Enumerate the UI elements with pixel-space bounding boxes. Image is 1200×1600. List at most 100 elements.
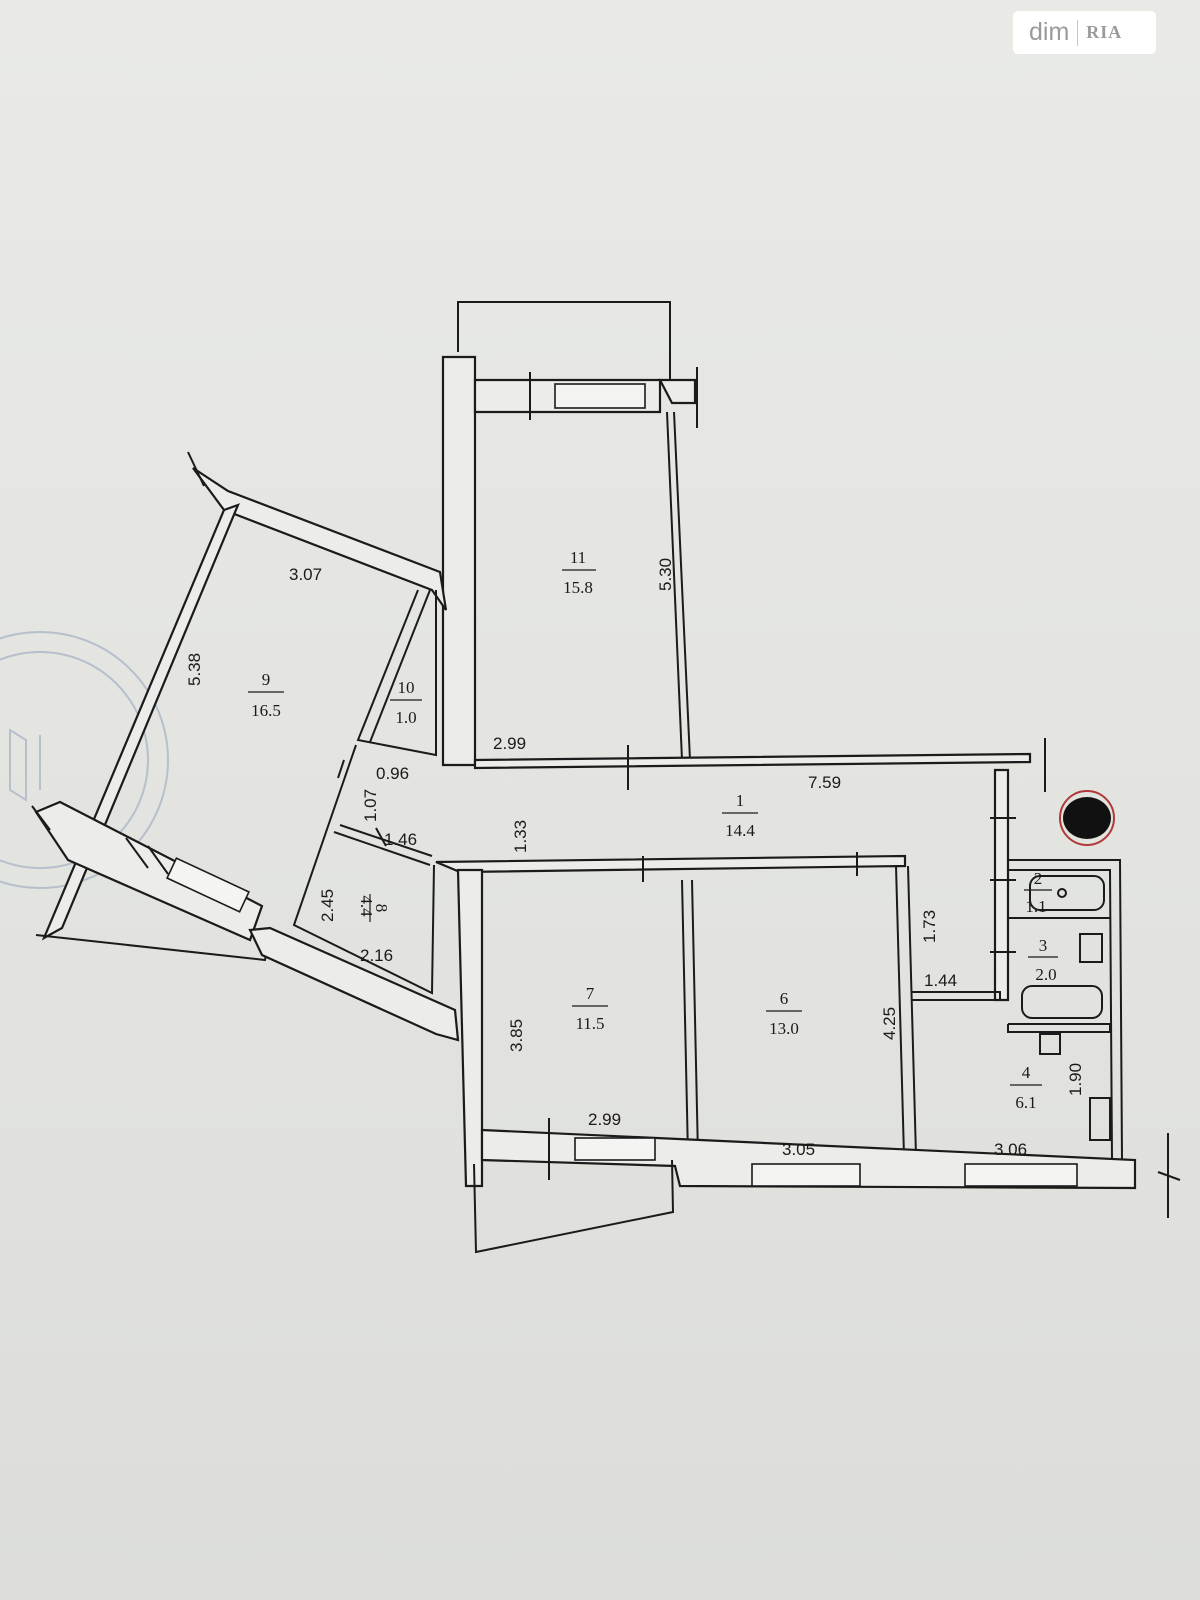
wall-6-4-outer	[907, 865, 917, 1157]
dim-room-9-depth: 5.38	[185, 653, 204, 686]
svg-text:1: 1	[736, 791, 745, 810]
dim-hall-width: 1.44	[924, 971, 957, 990]
window-room-7	[574, 1137, 656, 1161]
room-label-6: 6 13.0	[766, 989, 802, 1038]
room-label-11: 11 15.8	[562, 548, 596, 597]
wall-right-hall	[993, 768, 1010, 1002]
dim-room-4-depth: 1.90	[1066, 1063, 1085, 1096]
wall-room-9-top	[192, 467, 448, 611]
dim-closet-10-depth: 1.07	[361, 789, 380, 822]
room-label-4: 4 6.1	[1010, 1063, 1042, 1112]
room-label-8-text: 8 4.4	[356, 886, 392, 926]
svg-text:13.0: 13.0	[769, 1019, 799, 1038]
window-room-9	[166, 857, 250, 913]
watermark-sub: RIA	[1086, 22, 1123, 42]
svg-text:11: 11	[570, 548, 586, 567]
svg-text:4: 4	[1022, 1063, 1031, 1082]
dim-room-6-width: 3.05	[782, 1140, 815, 1159]
svg-text:10: 10	[398, 678, 415, 697]
dim-corridor-width: 1.33	[511, 820, 530, 853]
dim-room-7-width: 2.99	[588, 1110, 621, 1129]
wall-tick	[31, 805, 51, 831]
wall-closet-10	[356, 589, 437, 757]
wall-room-11-right	[666, 411, 683, 761]
stove	[1089, 1097, 1111, 1141]
room-label-9: 9 16.5	[248, 670, 284, 720]
watermark-brand: dim	[1029, 18, 1070, 46]
wall-tick	[1157, 1171, 1181, 1181]
wall-room-7-left	[456, 868, 484, 1188]
dim-room-6-depth: 4.25	[880, 1007, 899, 1040]
svg-text:1.0: 1.0	[395, 708, 416, 727]
dim-closet-8-side: 2.45	[318, 889, 337, 922]
wall-room-4-top	[912, 991, 1001, 1001]
wall-7-6	[681, 879, 689, 1157]
window-room-6	[751, 1163, 861, 1187]
wall-tick	[337, 759, 345, 779]
svg-text:1.1: 1.1	[1025, 897, 1046, 916]
balcony-11	[457, 301, 671, 382]
wall-room-11-right-outer	[673, 411, 691, 761]
wall-6-4	[895, 865, 905, 1157]
dim-room-7-depth: 3.85	[507, 1019, 526, 1052]
wall-tick	[187, 451, 205, 487]
room-label-8: 8	[369, 894, 391, 922]
svg-text:6.1: 6.1	[1015, 1093, 1036, 1112]
dim-closet-8-top: 1.46	[384, 830, 417, 849]
dim-ria-watermark[interactable]: dim RIA	[1013, 11, 1156, 54]
window-room-11	[554, 383, 646, 409]
room-label-7: 7 11.5	[572, 984, 608, 1033]
svg-text:14.4: 14.4	[725, 821, 755, 840]
wall-room-11-left	[441, 355, 477, 767]
dim-room-11-height: 5.30	[656, 558, 675, 591]
wall-room-9-bottom	[34, 800, 264, 942]
wall-7-6-outer	[691, 879, 699, 1157]
watermark-divider	[1077, 19, 1079, 46]
bathtub	[1029, 875, 1105, 911]
sink	[1079, 933, 1103, 963]
window-room-4	[964, 1163, 1078, 1187]
room-label-2: 2 1.1	[1024, 869, 1052, 916]
dim-corridor-length: 7.59	[808, 773, 841, 792]
wall-bath-3-4	[1007, 1023, 1111, 1033]
dim-closet-8-bottom: 2.16	[360, 946, 393, 965]
dim-hall-depth: 1.73	[920, 910, 939, 943]
wall-bath-inner	[1008, 869, 1113, 1161]
svg-text:2: 2	[1034, 869, 1043, 888]
room-label-1: 1 14.4	[722, 791, 758, 840]
dim-room-9-width: 3.07	[289, 565, 322, 584]
bathtub-3	[1021, 985, 1103, 1019]
svg-text:8: 8	[372, 904, 391, 913]
wall-tick	[375, 827, 387, 847]
svg-text:9: 9	[262, 670, 271, 689]
room-label-10: 10 1.0	[390, 678, 422, 727]
room-8-area: 4.4	[357, 895, 376, 917]
wall-bath-outer	[1008, 859, 1123, 1161]
wall-room-11-top-ext	[658, 378, 697, 405]
wall-tick	[125, 837, 149, 869]
svg-text:6: 6	[780, 989, 789, 1008]
balcony-7	[473, 1159, 675, 1254]
dim-room-4-width: 3.06	[994, 1140, 1027, 1159]
wall-closet-10-inner	[369, 589, 431, 743]
svg-text:2.0: 2.0	[1035, 965, 1056, 984]
dim-room-11-width: 2.99	[493, 734, 526, 753]
redaction-marker	[1059, 790, 1115, 846]
wall-room-8-bottom	[248, 926, 460, 1042]
wall-corridor-bottom	[435, 854, 907, 874]
stamp-seal	[0, 631, 169, 889]
svg-text:11.5: 11.5	[575, 1014, 604, 1033]
wall-closet-8-inner2	[333, 831, 431, 866]
svg-text:3: 3	[1039, 936, 1048, 955]
washbasin	[1039, 1033, 1061, 1055]
wall-corridor-top	[473, 752, 1032, 770]
wall-closet-8-inner	[339, 824, 433, 857]
toilet	[1057, 888, 1067, 898]
wall-closet-8	[292, 744, 435, 995]
room-label-3: 3 2.0	[1028, 936, 1058, 984]
dim-closet-10-width: 0.96	[376, 764, 409, 783]
wall-tick	[147, 845, 169, 875]
svg-text:16.5: 16.5	[251, 701, 281, 720]
svg-text:7: 7	[586, 984, 595, 1003]
